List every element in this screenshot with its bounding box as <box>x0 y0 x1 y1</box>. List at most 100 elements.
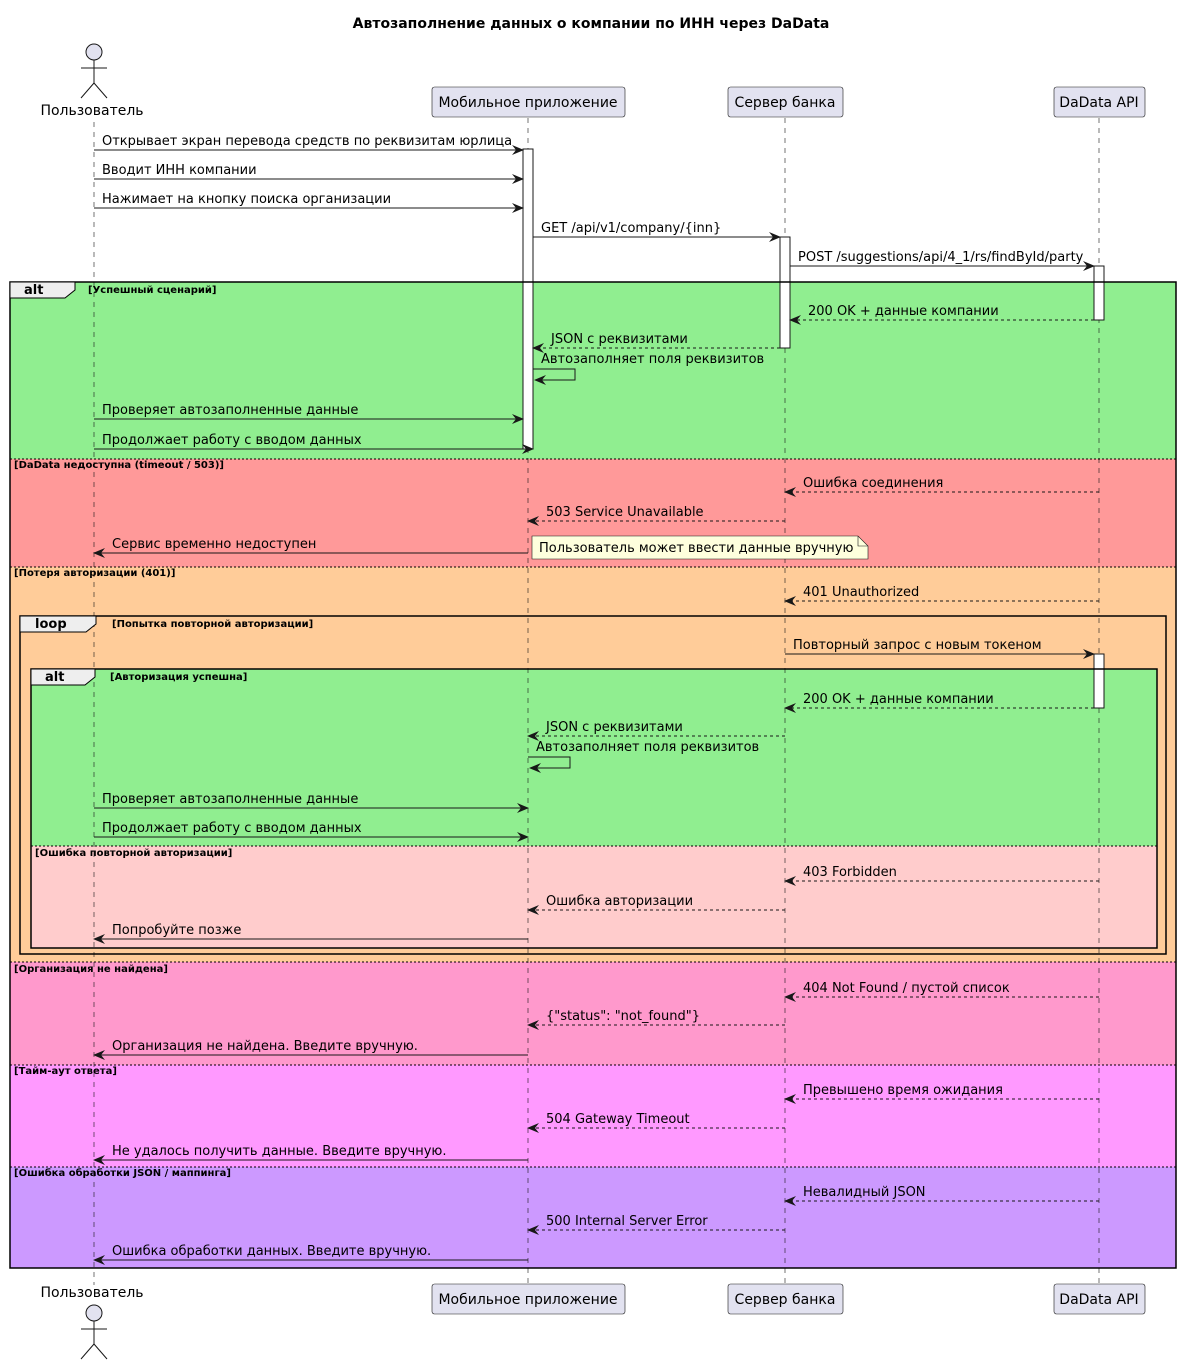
message-8-label: Проверяет автозаполненные данные <box>102 403 358 418</box>
message-13: 401 Unauthorized <box>784 585 1099 606</box>
message-9: Продолжает работу с вводом данных <box>94 433 534 454</box>
activation-app <box>522 148 534 450</box>
message-2: Нажимает на кнопку поиска организации <box>94 192 524 213</box>
message-3: GET /api/v1/company/{inn} <box>533 221 781 242</box>
diagram-title: Автозаполнение данных о компании по ИНН … <box>353 16 830 32</box>
message-1: Вводит ИНН компании <box>94 163 524 184</box>
message-11-label: 503 Service Unavailable <box>546 505 704 520</box>
message-19-label: Продолжает работу с вводом данных <box>102 821 362 836</box>
alt-guard-json-error: [Ошибка обработки JSON / маппинга] <box>14 1167 231 1179</box>
message-21: Ошибка авторизации <box>527 894 785 915</box>
message-17: Автозаполняет поля реквизитов <box>528 740 759 773</box>
messages: Открывает экран перевода средств по рекв… <box>93 134 1099 1265</box>
participant-user-label: Пользователь <box>40 103 143 119</box>
message-7: Автозаполняет поля реквизитов <box>533 352 764 385</box>
message-27: 504 Gateway Timeout <box>527 1112 785 1133</box>
message-6: JSON с реквизитами <box>532 332 780 353</box>
activation-dadata <box>1093 265 1105 321</box>
message-24-label: {"status": "not_found"} <box>546 1009 700 1024</box>
message-0: Открывает экран перевода средств по рекв… <box>94 134 524 155</box>
message-30: 500 Internal Server Error <box>527 1214 785 1235</box>
participants-bottom: Пользователь Мобильное приложение Сервер… <box>40 1283 1146 1360</box>
actor-user-icon-bottom <box>80 1304 108 1360</box>
message-31: Ошибка обработки данных. Введите вручную… <box>93 1244 528 1265</box>
message-9-label: Продолжает работу с вводом данных <box>102 433 362 448</box>
message-18-label: Проверяет автозаполненные данные <box>102 792 358 807</box>
inner-success-bg <box>31 669 1157 846</box>
loop-frame: loop [Попытка повторной авторизации] <box>19 615 1167 955</box>
alt-guard-timeout: [Тайм-аут ответа] <box>14 1066 117 1077</box>
message-7-self <box>533 368 576 385</box>
message-2-label: Нажимает на кнопку поиска организации <box>102 192 391 207</box>
message-12-label: Сервис временно недоступен <box>112 537 316 552</box>
activations <box>522 148 1105 709</box>
message-26: Превышено время ожидания <box>784 1083 1099 1104</box>
message-28-label: Не удалось получить данные. Введите вруч… <box>112 1144 446 1159</box>
message-23: 404 Not Found / пустой список <box>784 981 1099 1002</box>
participant-user-label-bottom: Пользователь <box>40 1285 143 1301</box>
message-27-label: 504 Gateway Timeout <box>546 1112 690 1127</box>
activation-dadata-retry <box>1093 653 1105 709</box>
fragment-frames: alt [Успешный сценарий] [DaData недоступ… <box>9 281 1177 1269</box>
participant-app-label: Мобильное приложение <box>438 95 617 111</box>
message-3-label: GET /api/v1/company/{inn} <box>541 221 721 236</box>
message-29-label: Невалидный JSON <box>803 1185 926 1200</box>
message-30-label: 500 Internal Server Error <box>546 1214 708 1229</box>
message-12: Сервис временно недоступен <box>93 537 528 558</box>
alt-guard-unavailable: [DaData недоступна (timeout / 503)] <box>14 460 224 471</box>
actor-user-icon <box>80 43 108 99</box>
participant-dadata-bottom: DaData API <box>1053 1283 1146 1315</box>
alt-inner-guard-failed: [Ошибка повторной авторизации] <box>35 847 232 859</box>
alt-inner-frame: alt [Авторизация успешна] [Ошибка повтор… <box>30 668 1158 949</box>
message-8: Проверяет автозаполненные данные <box>94 403 524 424</box>
message-18: Проверяет автозаполненные данные <box>94 792 529 813</box>
participant-server-label: Сервер банка <box>735 95 836 111</box>
message-31-label: Ошибка обработки данных. Введите вручную… <box>112 1244 431 1259</box>
section-not-found-bg <box>10 962 1176 1065</box>
inner-auth-failed-bg <box>31 846 1157 948</box>
message-6-label: JSON с реквизитами <box>550 332 688 347</box>
message-21-label: Ошибка авторизации <box>546 894 693 909</box>
participant-app-label-bottom: Мобильное приложение <box>438 1292 617 1308</box>
participant-app-top: Мобильное приложение <box>431 86 626 118</box>
participant-server-top: Сервер банка <box>727 86 844 118</box>
message-15-label: 200 OK + данные компании <box>803 692 994 707</box>
message-22-label: Попробуйте позже <box>112 923 241 938</box>
message-13-label: 401 Unauthorized <box>803 585 919 600</box>
participant-dadata-label: DaData API <box>1059 95 1138 111</box>
actor-user-bottom: Пользователь <box>40 1285 144 1360</box>
alt-main-frame: alt [Успешный сценарий] [DaData недоступ… <box>9 281 1177 1269</box>
message-16: JSON с реквизитами <box>527 720 785 741</box>
message-20: 403 Forbidden <box>784 865 1099 886</box>
actor-user-top: Пользователь <box>40 43 144 119</box>
loop-guard: [Попытка повторной авторизации] <box>112 619 313 630</box>
message-14: Повторный запрос с новым токеном <box>785 638 1095 659</box>
participants-top: Пользователь Мобильное приложение Сервер… <box>40 43 1146 119</box>
message-22: Попробуйте позже <box>93 923 528 944</box>
alt-inner-tag: alt <box>45 670 64 685</box>
message-19: Продолжает работу с вводом данных <box>94 821 529 842</box>
message-17-self <box>528 756 571 773</box>
message-10: Ошибка соединения <box>784 476 1099 497</box>
message-16-label: JSON с реквизитами <box>545 720 683 735</box>
participant-app-bottom: Мобильное приложение <box>431 1283 626 1315</box>
participant-server-label-bottom: Сервер банка <box>735 1292 836 1308</box>
message-10-label: Ошибка соединения <box>803 476 943 491</box>
message-23-label: 404 Not Found / пустой список <box>803 981 1010 996</box>
message-25: Организация не найдена. Введите вручную. <box>93 1039 528 1060</box>
message-17-label: Автозаполняет поля реквизитов <box>536 740 759 755</box>
message-4: POST /suggestions/api/4_1/rs/findById/pa… <box>790 250 1095 271</box>
message-1-label: Вводит ИНН компании <box>102 163 257 178</box>
message-11: 503 Service Unavailable <box>527 505 785 526</box>
alt-guard-auth-lost: [Потеря авторизации (401)] <box>14 568 175 579</box>
participant-dadata-top: DaData API <box>1053 86 1146 118</box>
section-success-bg <box>10 282 1176 459</box>
message-20-label: 403 Forbidden <box>803 865 897 880</box>
alt-main-tag: alt <box>24 283 43 298</box>
message-7-label: Автозаполняет поля реквизитов <box>541 352 764 367</box>
alt-inner-guard-success: [Авторизация успешна] <box>110 672 247 683</box>
message-5: 200 OK + данные компании <box>789 304 1094 325</box>
message-4-label: POST /suggestions/api/4_1/rs/findById/pa… <box>798 250 1084 265</box>
message-26-label: Превышено время ожидания <box>803 1083 1003 1098</box>
